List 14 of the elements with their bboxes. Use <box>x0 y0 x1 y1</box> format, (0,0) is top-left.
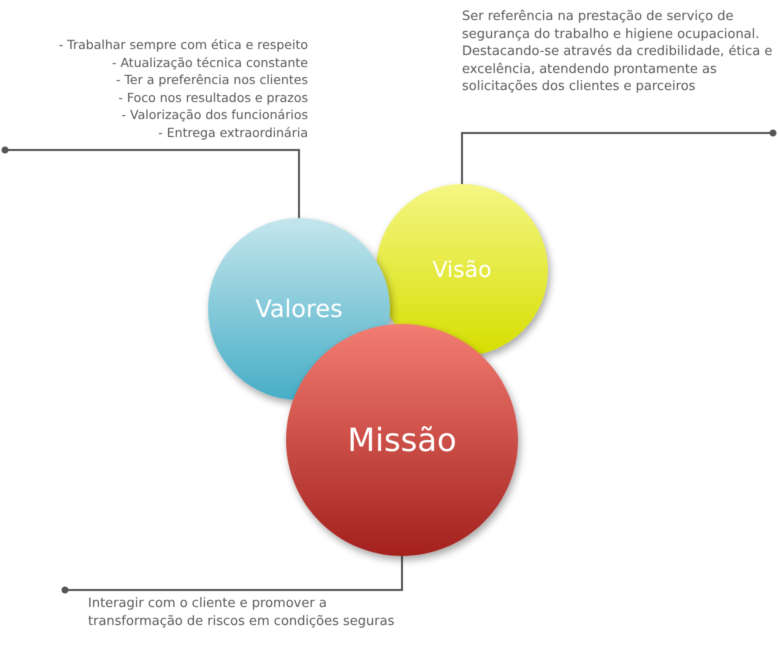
list-item: - Valorização dos funcionários <box>120 106 308 124</box>
leader-line <box>62 556 403 594</box>
description-text: Ser referência na prestação de serviço de segurança do trabalho e higiene ocupacional. Destacando-se através da credibilidade, ética e excelência, atendendo prontamente as solicitações dos clientes e parceiros <box>462 8 774 96</box>
list-item: - Trabalhar sempre com ética e respeito <box>58 36 308 54</box>
description-text: Interagir com o cliente e promover a transformação de riscos em condições seguras <box>88 595 396 630</box>
circle-label: Missão <box>347 421 457 459</box>
circle-label: Visão <box>432 258 492 282</box>
circle-label: Valores <box>255 295 343 323</box>
leader-line <box>2 146 300 218</box>
list-item: - Entrega extraordinária <box>157 124 308 141</box>
list-item: - Foco nos resultados e prazos <box>117 88 308 106</box>
list-item: - Atualização técnica constante <box>110 54 308 71</box>
leader-line <box>461 130 776 184</box>
list-item: - Ter a preferência nos clientes <box>114 71 308 88</box>
